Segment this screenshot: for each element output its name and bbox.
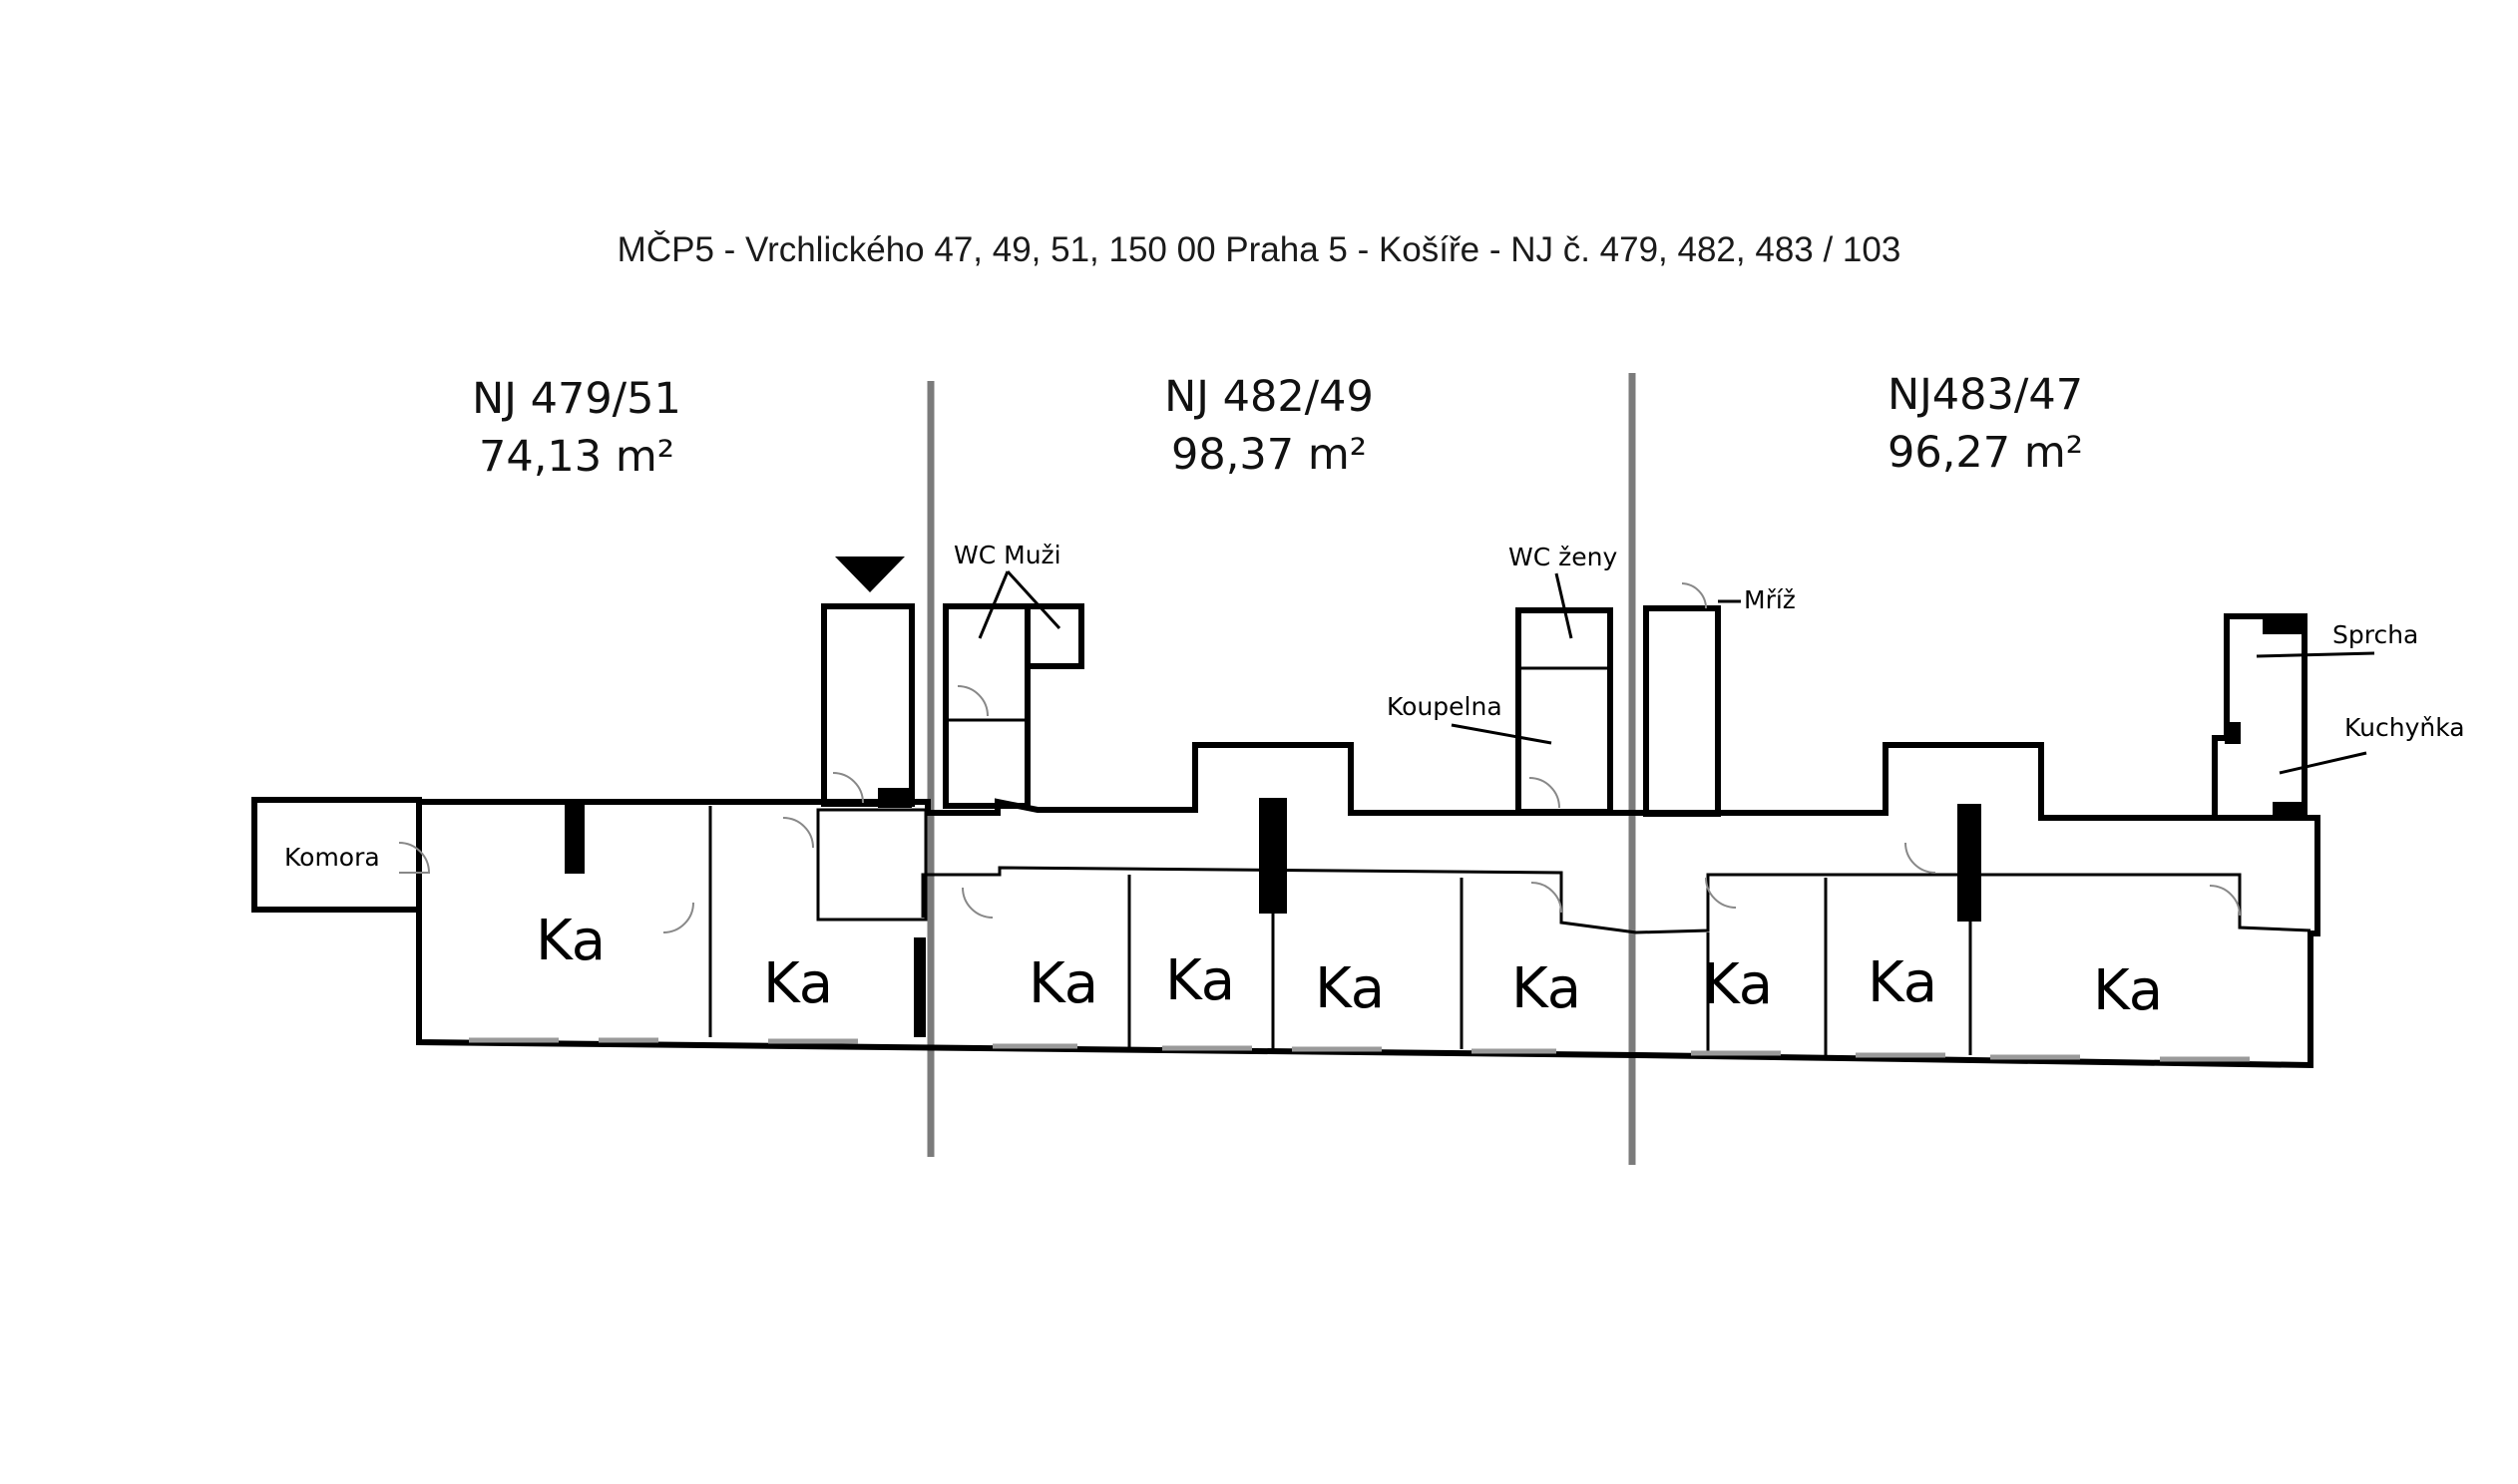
unit-area: 74,13 m² xyxy=(479,432,674,482)
room-label-ka: Ka xyxy=(1868,950,1937,1015)
unit-area: 98,37 m² xyxy=(1171,430,1367,480)
room-koupelna xyxy=(1515,607,1613,815)
plan-title: MČP5 - Vrchlického 47, 49, 51, 150 00 Pr… xyxy=(618,230,1901,269)
wall-block xyxy=(2263,616,2305,634)
inner-corridor-wall xyxy=(921,866,2311,934)
room-label-ka: Ka xyxy=(1165,948,1235,1013)
label-sprcha: Sprcha xyxy=(2332,620,2418,649)
room-sprcha-kuchynka xyxy=(2212,613,2308,818)
label-kuchynka: Kuchyňka xyxy=(2344,713,2465,742)
room-entry xyxy=(816,808,928,922)
label-mriz: Mříž xyxy=(1744,585,1796,614)
wall-block xyxy=(2273,802,2305,818)
label-wc-muzi: WC Muži xyxy=(954,541,1061,569)
room-stair xyxy=(821,603,915,807)
triangle-down-icon xyxy=(835,556,905,592)
unit-area: 96,27 m² xyxy=(1888,428,2083,478)
label-koupelna: Koupelna xyxy=(1387,692,1502,721)
room-label-ka: Ka xyxy=(1315,956,1385,1021)
label-wc-zeny: WC ženy xyxy=(1508,543,1617,571)
unit-name: NJ 482/49 xyxy=(1164,372,1374,422)
room-label-ka: Ka xyxy=(1703,952,1773,1017)
unit-name: NJ 479/51 xyxy=(472,374,681,424)
label-komora: Komora xyxy=(284,843,380,872)
unit-header-482: NJ 482/49 98,37 m² xyxy=(1164,372,1374,480)
unit-header-483: NJ483/47 96,27 m² xyxy=(1888,370,2083,478)
room-mriz xyxy=(1643,605,1721,817)
room-label-ka: Ka xyxy=(763,951,833,1016)
wall-block xyxy=(1259,798,1287,914)
unit-name: NJ483/47 xyxy=(1888,370,2083,420)
room-label-ka: Ka xyxy=(1029,951,1098,1016)
room-label-ka: Ka xyxy=(2093,958,2163,1023)
room-wc-muzi xyxy=(943,603,1031,809)
wall-block xyxy=(565,804,585,874)
room-label-ka: Ka xyxy=(536,909,606,973)
wall-block xyxy=(1957,804,1981,922)
room-label-ka: Ka xyxy=(1511,956,1581,1021)
unit-header-479: NJ 479/51 74,13 m² xyxy=(472,374,681,482)
wall-block xyxy=(914,937,926,1037)
wall-block xyxy=(878,788,912,808)
wall-block xyxy=(2225,722,2241,744)
room-wc-muzi-2 xyxy=(1025,603,1084,669)
